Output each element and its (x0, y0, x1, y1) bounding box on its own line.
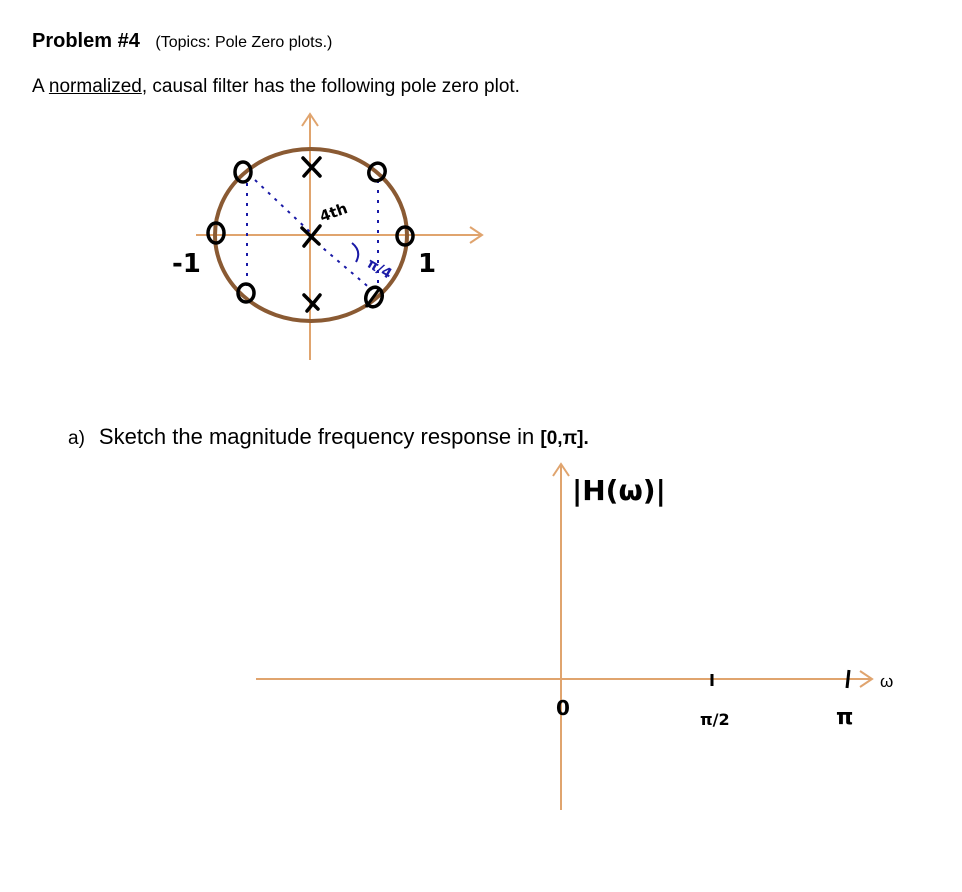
part-a-interval: [0,π]. (540, 428, 589, 449)
tick-label-0: 0 (556, 696, 570, 720)
zero-marker (395, 225, 415, 247)
zero-marker (236, 282, 256, 304)
label-one: 1 (418, 249, 436, 279)
zero-marker (233, 160, 253, 184)
unit-circle (213, 147, 409, 323)
part-a-text: Sketch the magnitude frequency response … (98, 424, 541, 449)
response-y-arrowhead (552, 462, 570, 477)
label-angle: π/4 (364, 256, 395, 283)
intro-rest: , causal filter has the following pole z… (141, 76, 520, 97)
pz-imag-arrowhead (301, 112, 319, 127)
y-axis-label: |H(ω)| (572, 474, 666, 507)
zero-marker (364, 287, 382, 308)
response-x-arrowhead (859, 670, 874, 688)
intro-underlined: normalized (48, 76, 142, 97)
pole-marker (302, 293, 322, 313)
angle-arc (351, 242, 360, 263)
zero-marker (367, 161, 387, 183)
pz-real-arrowhead (469, 226, 484, 244)
problem-heading: Problem #4 (32, 30, 140, 52)
intro-lead: A (32, 76, 49, 97)
zero-marker (363, 285, 385, 309)
tick-label-half-pi: π/2 (700, 710, 730, 729)
x-axis-label: ω (880, 672, 894, 691)
pole-marker-multiple (300, 224, 322, 248)
response-axes: |H(ω)| 0 π/2 π (256, 462, 874, 810)
problem-title: Problem #4 (Topics: Pole Zero plots.) (32, 30, 332, 53)
label-minus-one: -1 (172, 249, 201, 279)
problem-topics: (Topics: Pole Zero plots.) (155, 34, 333, 51)
part-a-letter: a) (68, 428, 85, 449)
tick-label-pi: π (836, 705, 853, 730)
zero-marker (206, 221, 226, 245)
intro-text: A normalized, causal filter has the foll… (32, 76, 520, 98)
pole-marker (301, 156, 322, 178)
tick-pi (845, 669, 851, 689)
part-a-question: a) Sketch the magnitude frequency respons… (68, 424, 589, 450)
guide-line-diag-upper (254, 179, 311, 233)
label-multiplicity: 4th (317, 199, 350, 226)
pole-zero-plot: -1 1 4th π/4 (172, 112, 484, 360)
